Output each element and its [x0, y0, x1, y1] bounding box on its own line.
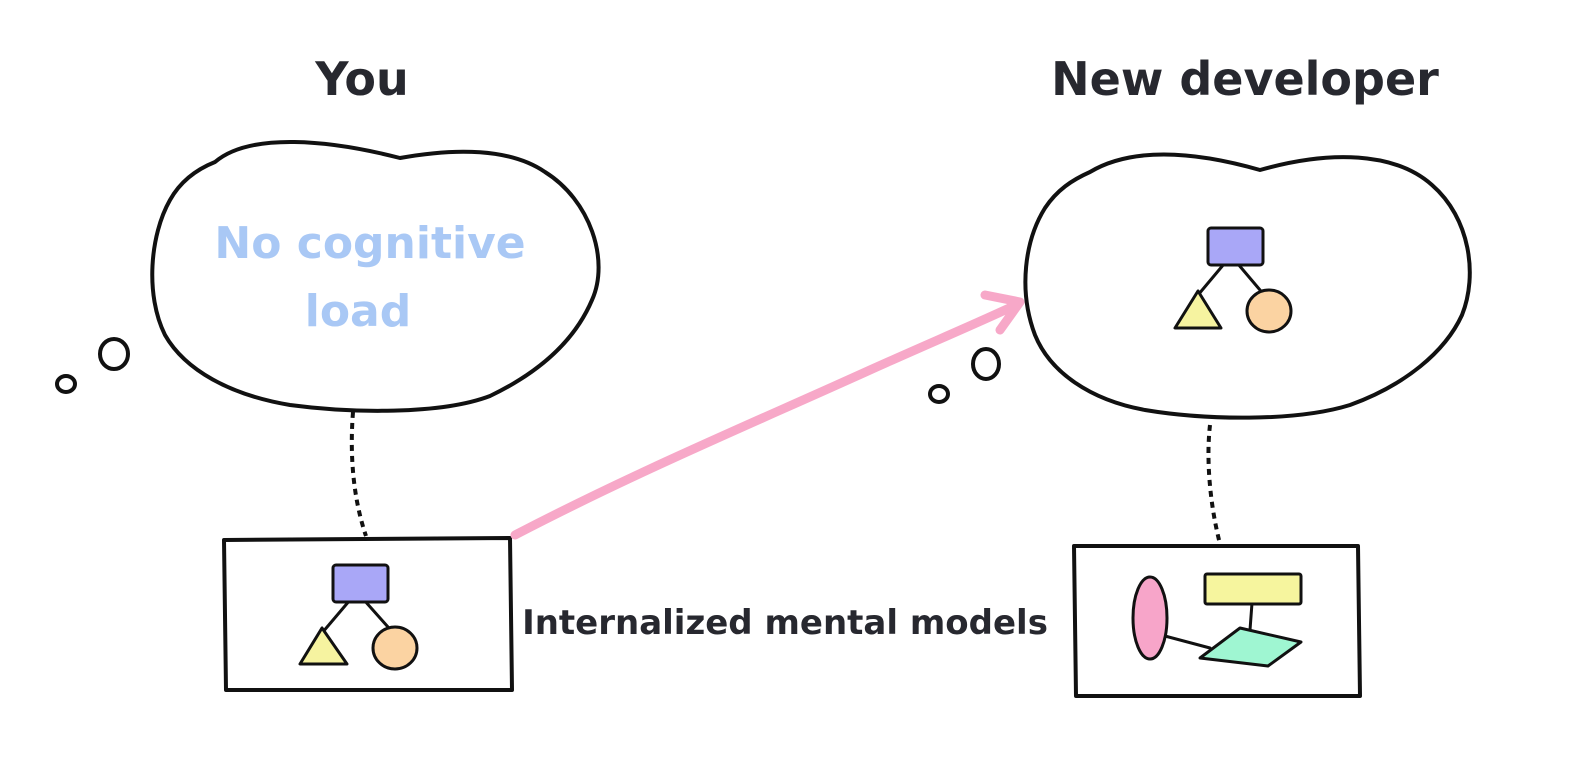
square-icon	[1206, 226, 1265, 267]
mental-model-box-right	[1072, 544, 1362, 698]
model-edge-left	[1163, 634, 1212, 650]
circle-icon	[1245, 288, 1293, 334]
title-new-developer: New developer	[1051, 52, 1439, 106]
tree-edge-right	[362, 598, 390, 629]
title-you: You	[314, 52, 408, 106]
triangle-icon	[1173, 289, 1223, 330]
triangle-icon	[298, 626, 349, 666]
arrow-head	[980, 290, 1025, 335]
thought-bubble-large-left	[98, 337, 130, 371]
dotted-connector-right	[1206, 424, 1222, 545]
thought-text-line-1: No cognitive	[214, 218, 525, 269]
model-edge-top	[1248, 601, 1254, 632]
curved-arrow-icon	[510, 299, 1023, 540]
tree-edge-left	[320, 598, 352, 635]
thought-bubble-small-left	[55, 374, 77, 394]
thought-bubble-large-right	[971, 347, 1001, 381]
tree-edge-right-right-cloud	[1236, 262, 1262, 292]
tree-edge-left-right-cloud	[1196, 262, 1226, 297]
circle-icon	[371, 625, 419, 671]
diamond-icon	[1198, 626, 1303, 668]
dotted-connector-left	[349, 411, 368, 537]
mental-model-box-left	[222, 536, 514, 692]
thought-cloud-left	[150, 139, 601, 413]
ellipse-icon	[1131, 575, 1169, 661]
thought-text-line-2: load	[305, 286, 412, 337]
thought-bubble-small-right	[928, 384, 950, 404]
rectangle-icon	[1203, 572, 1303, 606]
square-icon	[331, 563, 390, 604]
caption-internalized-mental-models: Internalized mental models	[522, 603, 1048, 643]
thought-cloud-right	[1023, 152, 1472, 420]
